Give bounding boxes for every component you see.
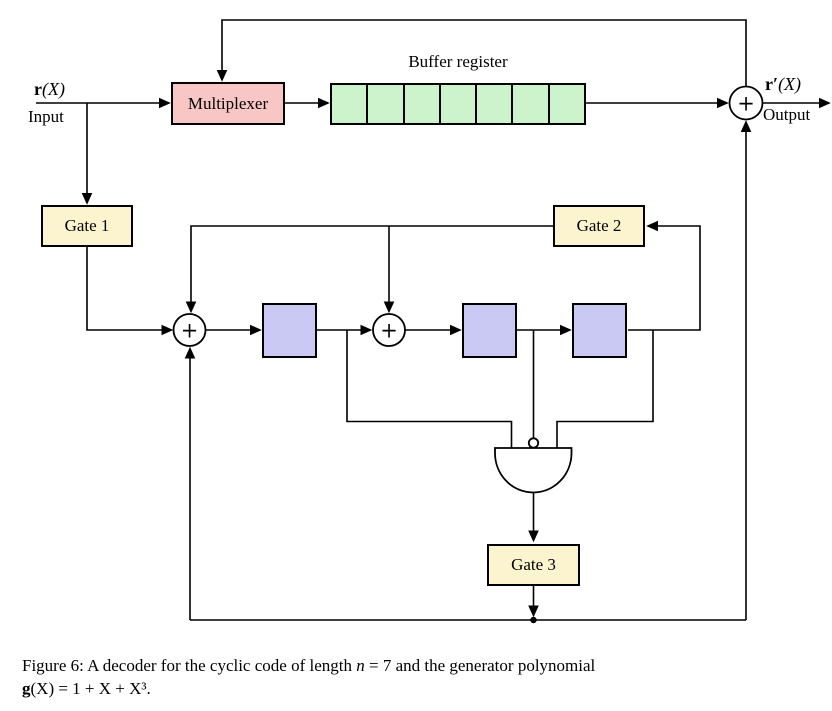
inverter-bubble-icon bbox=[527, 437, 540, 449]
gate3-box: Gate 3 bbox=[487, 544, 580, 586]
buffer-cell bbox=[368, 85, 405, 123]
caption-line-1: Figure 6: A decoder for the cyclic code … bbox=[22, 654, 802, 677]
caption-generator-bold: g bbox=[22, 679, 31, 698]
input-signal-label: r(X) bbox=[34, 79, 65, 100]
output-signal-bold: r′ bbox=[765, 74, 779, 94]
wire-gate2-to-adder1 bbox=[185, 225, 553, 314]
caption-text: Figure 6: A decoder for the cyclic code … bbox=[22, 656, 357, 675]
gate2-box: Gate 2 bbox=[553, 205, 645, 247]
buffer-cell bbox=[441, 85, 478, 123]
multiplexer-label: Multiplexer bbox=[187, 93, 269, 113]
wire-syndrome-tap3 bbox=[556, 330, 654, 448]
buffer-register bbox=[330, 83, 586, 125]
wire-cell3-to-gate2 bbox=[628, 220, 701, 331]
buffer-cell bbox=[405, 85, 441, 123]
buffer-cell bbox=[477, 85, 514, 123]
buffer-cell bbox=[332, 85, 369, 123]
wire-syndrome-tap1 bbox=[346, 330, 513, 448]
buffer-cell bbox=[550, 85, 584, 123]
caption-text: = 7 and the generator polynomial bbox=[364, 656, 596, 675]
input-signal-bold: r bbox=[34, 79, 42, 99]
gate3-label: Gate 3 bbox=[511, 555, 556, 574]
output-signal-paren: (X) bbox=[778, 74, 802, 94]
shift-cell-2 bbox=[462, 303, 517, 358]
and-gate bbox=[494, 447, 573, 494]
gate1-box: Gate 1 bbox=[41, 205, 133, 247]
caption-generator-formula: (X) = 1 + X + X³. bbox=[30, 679, 151, 698]
xor-adder-2 bbox=[372, 313, 406, 347]
output-label: Output bbox=[763, 105, 811, 124]
caption-line-2: g(X) = 1 + X + X³. bbox=[22, 677, 802, 700]
plus-sign: + bbox=[380, 319, 398, 343]
buffer-register-title: Buffer register bbox=[408, 52, 508, 71]
buffer-cell bbox=[513, 85, 550, 123]
xor-adder-1 bbox=[172, 313, 207, 347]
caption-math-var: n bbox=[356, 656, 365, 675]
xor-adder-output bbox=[728, 85, 764, 121]
shift-cell-1 bbox=[262, 303, 317, 358]
input-label: Input bbox=[28, 107, 64, 126]
input-signal-paren: (X) bbox=[42, 79, 65, 99]
gate2-label: Gate 2 bbox=[576, 216, 622, 235]
shift-cell-3 bbox=[572, 303, 627, 358]
multiplexer-box: Multiplexer bbox=[171, 82, 285, 125]
junction-dot bbox=[530, 616, 537, 624]
wire-gate1-to-adder1 bbox=[86, 247, 174, 336]
wire-feedback-top bbox=[216, 19, 747, 87]
gate1-label: Gate 1 bbox=[64, 216, 110, 235]
plus-sign: + bbox=[181, 319, 199, 343]
output-signal-label: r′(X) bbox=[765, 74, 801, 95]
figure-caption: Figure 6: A decoder for the cyclic code … bbox=[22, 654, 802, 700]
plus-sign: + bbox=[737, 92, 755, 116]
